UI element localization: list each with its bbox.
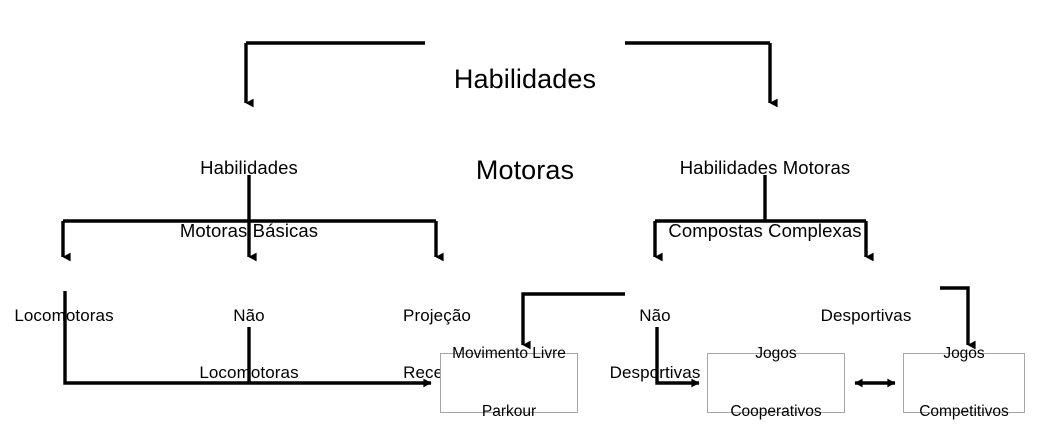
connector-locomotoras-to-movimento-livre [63, 291, 432, 388]
node-habilidades-motoras-compostas-complexas-line1: Habilidades Motoras [679, 157, 851, 179]
node-habilidades-motoras-basicas-line2: Motoras Básicas [179, 219, 319, 241]
node-locomotoras-line1: Locomotoras [14, 306, 114, 326]
node-habilidades-motoras-line2: Motoras [475, 155, 575, 186]
box-jogos-cooperativos-line2: Cooperativos [730, 403, 822, 421]
node-desportivas: Desportivas [796, 268, 936, 401]
node-nao-locomotoras-line2: Locomotoras [199, 363, 299, 383]
node-locomotoras: Locomotoras [0, 268, 134, 401]
node-habilidades-motoras-basicas-line1: Habilidades [200, 157, 298, 179]
connector-nao-desportivas-to-movimento-livre [521, 292, 625, 350]
node-nao-locomotoras: Não Locomotoras [174, 268, 324, 420]
node-habilidades-motoras-basicas: Habilidades Motoras Básicas [129, 117, 369, 283]
box-jogos-competitivos-line1: Jogos [943, 345, 985, 363]
box-jogos-cooperativos[interactable]: Jogos Cooperativos [707, 345, 845, 420]
node-habilidades-motoras: Habilidades Motoras [425, 4, 625, 246]
node-desportivas-line1: Desportivas [820, 306, 912, 326]
connector-nao-desportivas-to-jogos-cooperativos [655, 327, 700, 388]
node-projecao-rececao-line1: Projeção [403, 306, 471, 326]
box-movimento-livre-parkour-line2: Parkour [481, 403, 537, 421]
node-nao-locomotoras-line1: Não [233, 306, 265, 326]
title-backdrop [425, 0, 625, 88]
node-habilidades-motoras-compostas-complexas-line2: Compostas Complexas [668, 219, 862, 241]
box-jogos-cooperativos-line1: Jogos [755, 345, 797, 363]
connector-desportivas-to-jogos-competitivos [940, 286, 976, 350]
box-jogos-competitivos[interactable]: Jogos Competitivos [903, 345, 1025, 420]
node-nao-desportivas-line1: Não [639, 306, 671, 326]
node-nao-desportivas-line2: Desportivas [609, 363, 701, 383]
node-habilidades-motoras-compostas-complexas: Habilidades Motoras Compostas Complexas [625, 117, 905, 283]
node-nao-desportivas: Não Desportivas [585, 268, 725, 420]
box-movimento-livre-parkour-line1: Movimento Livre [452, 345, 566, 363]
box-movimento-livre-parkour[interactable]: Movimento Livre Parkour [440, 345, 578, 420]
box-jogos-competitivos-line2: Competitivos [919, 403, 1009, 421]
node-habilidades-motoras-line1: Habilidades [453, 64, 597, 95]
